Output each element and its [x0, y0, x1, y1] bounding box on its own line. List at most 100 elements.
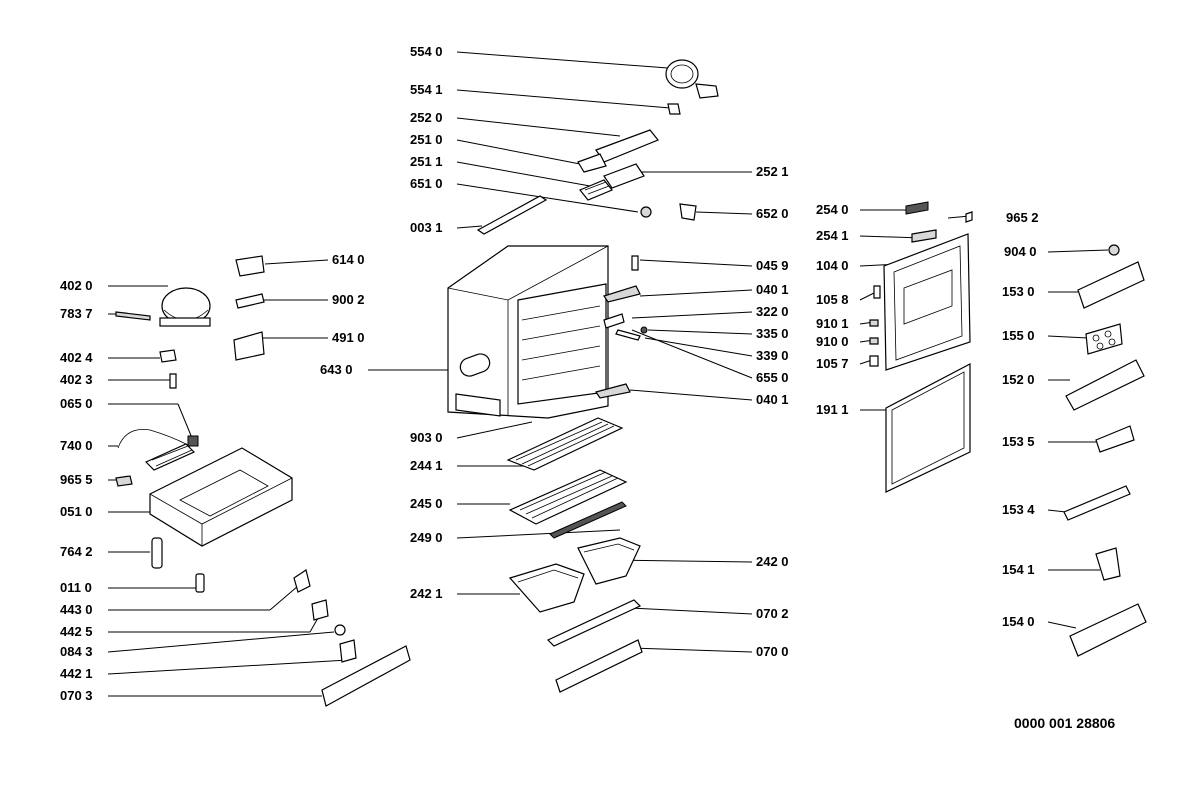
callout-label: 155 0	[1002, 328, 1035, 343]
callout-label: 070 0	[756, 644, 789, 659]
callout-label: 442 1	[60, 666, 93, 681]
part-254-0	[905, 201, 929, 215]
callout-label: 652 0	[756, 206, 789, 221]
part-104-0	[883, 233, 971, 371]
callout-label: 443 0	[60, 602, 93, 617]
callout-label: 339 0	[756, 348, 789, 363]
part-249-0	[549, 501, 627, 539]
callout-label: 070 2	[756, 606, 789, 621]
document-code: 0000 001 28806	[1014, 715, 1115, 731]
part-491-0	[233, 331, 265, 361]
part-554-0	[665, 59, 719, 99]
callout-label: 783 7	[60, 306, 93, 321]
part-910-1	[869, 319, 879, 327]
callout-label: 402 0	[60, 278, 93, 293]
callout-label: 402 4	[60, 350, 93, 365]
callout-label: 154 1	[1002, 562, 1035, 577]
part-402-0	[159, 287, 211, 327]
part-339-0	[615, 329, 641, 341]
part-153-0	[1077, 261, 1145, 309]
callout-label: 242 1	[410, 586, 443, 601]
part-153-4	[1063, 485, 1131, 521]
part-084-3	[334, 624, 346, 636]
callout-label: 191 1	[816, 402, 849, 417]
part-242-0	[577, 537, 641, 585]
callout-label: 643 0	[320, 362, 353, 377]
callout-label: 322 0	[756, 304, 789, 319]
part-251-1	[579, 179, 613, 201]
part-154-1	[1095, 547, 1121, 581]
part-643-0	[459, 353, 491, 377]
part-910-0	[869, 337, 879, 345]
callout-label: 965 5	[60, 472, 93, 487]
part-065-0	[187, 435, 199, 447]
part-651-0	[640, 206, 652, 218]
callout-label: 242 0	[756, 554, 789, 569]
callout-label: 251 0	[410, 132, 443, 147]
part-244-1	[506, 417, 624, 471]
part-614-0	[235, 255, 265, 277]
callout-label: 252 0	[410, 110, 443, 125]
callout-label: 011 0	[60, 580, 92, 595]
callout-label: 442 5	[60, 624, 93, 639]
callout-labels: 554 0 554 1 252 0 251 0 252 1 251 1 651 …	[60, 44, 1039, 703]
part-051-0	[149, 447, 293, 547]
callout-label: 084 3	[60, 644, 93, 659]
callout-label: 249 0	[410, 530, 443, 545]
part-652-0	[679, 203, 697, 221]
part-152-0	[1065, 359, 1145, 411]
callout-label: 003 1	[410, 220, 443, 235]
part-402-3	[169, 373, 177, 389]
callout-label: 244 1	[410, 458, 443, 473]
callout-label: 655 0	[756, 370, 789, 385]
callout-label: 153 5	[1002, 434, 1035, 449]
callout-label: 764 2	[60, 544, 93, 559]
part-443-0	[293, 569, 311, 593]
callout-label: 153 0	[1002, 284, 1035, 299]
leader-lines	[107, 51, 1109, 697]
part-105-7	[869, 355, 879, 367]
part-011-0	[195, 573, 205, 593]
callout-label: 740 0	[60, 438, 93, 453]
part-442-1	[339, 639, 357, 663]
callout-label: 900 2	[332, 292, 365, 307]
part-070-0	[555, 639, 643, 693]
part-251-0	[577, 153, 607, 173]
part-070-2	[546, 599, 642, 647]
part-cabinet	[447, 245, 609, 419]
callout-label: 402 3	[60, 372, 93, 387]
part-335-0	[640, 326, 648, 334]
part-965-2	[965, 211, 973, 223]
callout-label: 065 0	[60, 396, 93, 411]
part-402-4	[159, 349, 177, 363]
callout-label: 335 0	[756, 326, 789, 341]
callout-label: 153 4	[1002, 502, 1035, 517]
callout-label: 251 1	[410, 154, 443, 169]
callout-label: 245 0	[410, 496, 443, 511]
callout-label: 965 2	[1006, 210, 1039, 225]
part-900-2	[235, 293, 265, 309]
part-554-1	[667, 103, 681, 115]
part-155-0	[1085, 323, 1123, 355]
part-783-7	[115, 311, 151, 321]
part-003-1	[476, 195, 548, 235]
callout-label: 910 0	[816, 334, 849, 349]
part-965-5	[115, 475, 133, 487]
callout-label: 903 0	[410, 430, 443, 445]
callout-label: 491 0	[332, 330, 365, 345]
callout-label: 051 0	[60, 504, 93, 519]
callout-label: 152 0	[1002, 372, 1035, 387]
part-045-9	[631, 255, 639, 271]
part-154-0	[1069, 603, 1147, 657]
callout-label: 254 0	[816, 202, 849, 217]
part-442-5	[311, 599, 329, 621]
callout-label: 554 0	[410, 44, 443, 59]
callout-label: 105 8	[816, 292, 849, 307]
callout-label: 252 1	[756, 164, 789, 179]
parts	[115, 59, 1147, 707]
part-245-0	[508, 469, 628, 525]
part-764-2	[151, 537, 163, 569]
part-191-1	[885, 363, 971, 493]
part-254-1	[911, 229, 937, 243]
callout-label: 614 0	[332, 252, 365, 267]
